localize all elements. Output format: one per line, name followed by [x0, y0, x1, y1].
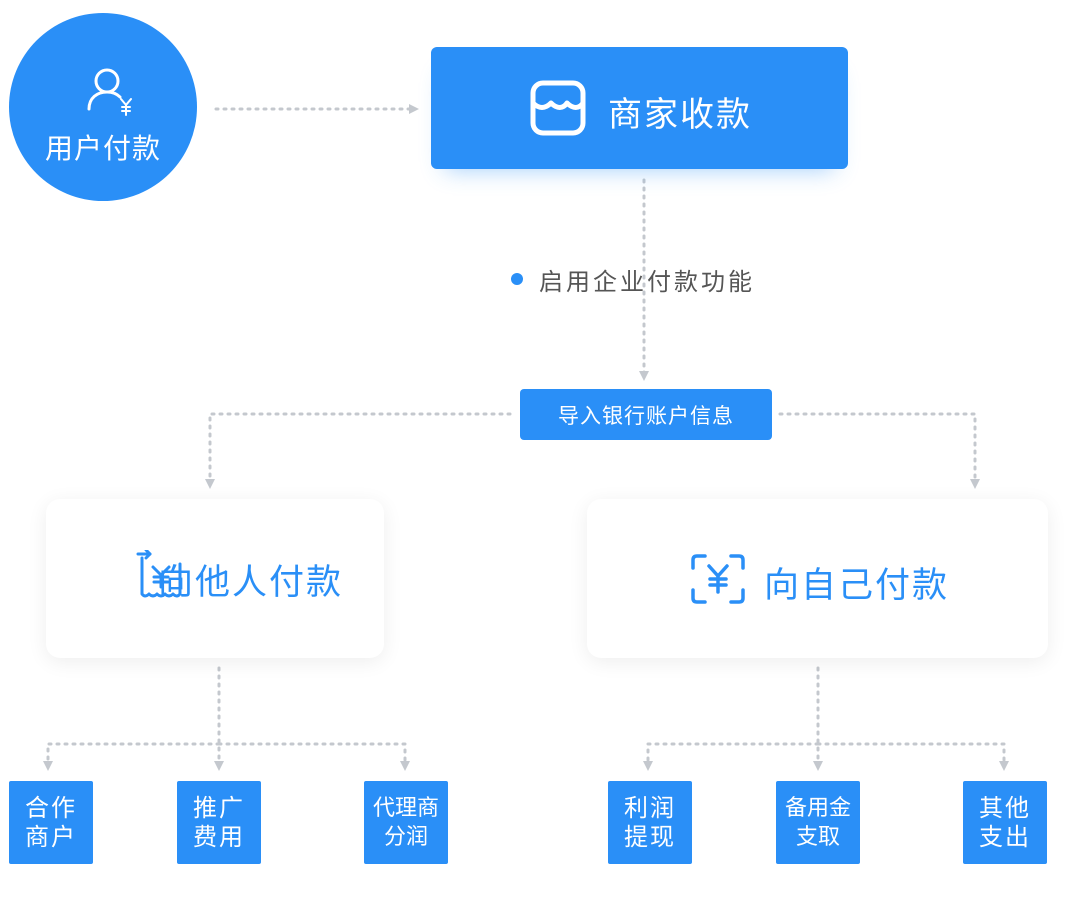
enable-step-label: 启用企业付款功能 — [539, 267, 755, 296]
pay-self-label: 向自己付款 — [764, 566, 950, 606]
user-yen-icon — [87, 68, 132, 116]
leaf-line1: 利润 — [624, 793, 676, 822]
leaf-other-expense: 其他 支出 — [963, 781, 1047, 864]
connector-right-branch-1 — [643, 742, 820, 771]
enable-step: 启用企业付款功能 — [511, 262, 755, 296]
receipt-yen-icon — [136, 550, 182, 598]
leaf-partner-merchant: 合作 商户 — [9, 781, 93, 864]
connector-left-branch-3 — [217, 742, 410, 771]
leaf-line2: 提现 — [624, 822, 676, 851]
merchant-receive-label: 商家收款 — [608, 95, 752, 135]
leaf-line2: 支取 — [795, 824, 840, 850]
leaf-line1: 其他 — [979, 793, 1031, 822]
connector-import-right — [778, 412, 980, 489]
leaf-line2: 费用 — [193, 822, 245, 851]
scan-yen-icon — [691, 554, 745, 604]
leaf-line1: 备用金 — [784, 795, 851, 821]
leaf-profit-withdraw: 利润 提现 — [608, 781, 692, 864]
leaf-promotion-fee: 推广 费用 — [177, 781, 261, 864]
import-bank-info-node: 导入银行账户信息 — [520, 389, 772, 440]
user-payment-node: 用户付款 — [9, 13, 197, 201]
pay-self-card: 向自己付款 — [587, 499, 1048, 658]
import-step-label: 导入银行账户信息 — [558, 403, 734, 428]
connector-right-branch-3 — [816, 742, 1009, 771]
connector-left-branch-1 — [43, 742, 221, 771]
leaf-line2: 商户 — [25, 822, 77, 851]
leaf-line2: 分润 — [383, 824, 428, 850]
leaf-line1: 代理商 — [372, 795, 439, 821]
leaf-agent-profit: 代理商 分润 — [364, 781, 448, 864]
shop-icon — [530, 80, 586, 136]
leaf-line1: 推广 — [193, 793, 245, 822]
pay-others-label: 向他人付款 — [158, 563, 344, 603]
leaf-line1: 合作 — [25, 793, 77, 822]
merchant-receive-node: 商家收款 — [431, 47, 848, 169]
bullet-dot — [511, 273, 523, 285]
leaf-reserve-fund: 备用金 支取 — [776, 781, 860, 864]
connector-import-left — [205, 412, 512, 489]
user-payment-label: 用户付款 — [44, 132, 161, 165]
leaf-line2: 支出 — [979, 822, 1031, 851]
pay-others-card: 向他人付款 — [46, 499, 384, 658]
